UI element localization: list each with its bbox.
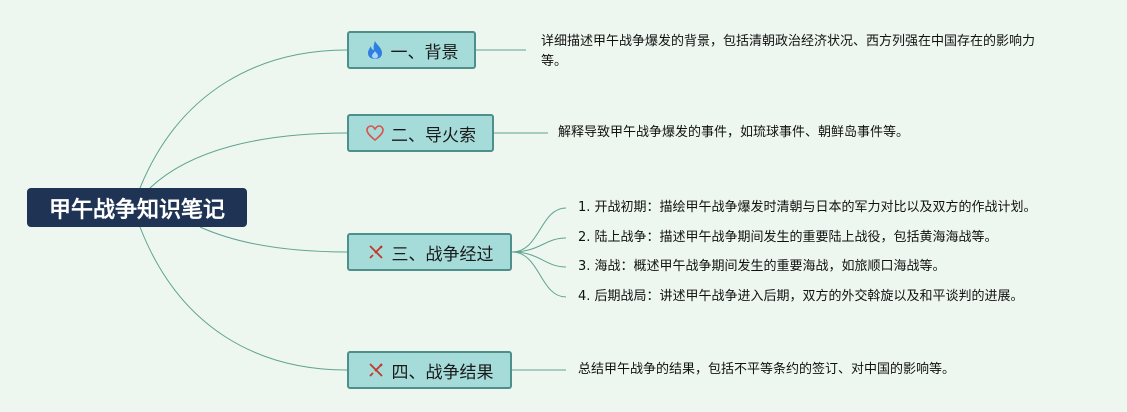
branch-background-description: 详细描述甲午战争爆发的背景，包括清朝政治经济状况、西方列强在中国存在的影响力等。 [541,34,1036,69]
war-process-subitem-4: 4. 后期战局：讲述甲午战争进入后期，双方的外交斡旋以及和平谈判的进展。 [578,289,1024,304]
branch-war-result[interactable]: 四、战争结果 [347,351,512,389]
crossed-swords-icon [366,360,386,380]
connector-root-branch-2 [149,132,348,189]
branch-war-result-label: 四、战争结果 [391,362,494,383]
connector-sub-1 [511,207,567,253]
connector-root-branch-4 [139,226,348,371]
connector-sub-3 [511,251,567,268]
branch-war-process-label: 三、战争经过 [391,244,494,265]
branch-trigger-description: 解释导致甲午战争爆发的事件，如琉球事件、朝鲜岛事件等。 [558,125,910,140]
connector-sub-4 [511,251,567,298]
branch-trigger[interactable]: 二、导火索 [347,114,494,152]
war-process-subitem-1: 1. 开战初期：描绘甲午战争爆发时清朝与日本的军力对比以及双方的作战计划。 [578,200,1037,215]
war-process-subitem-3: 3. 海战：概述甲午战争期间发生的重要海战，如旅顺口海战等。 [578,259,946,274]
war-process-subitem-2: 2. 陆上战争：描述甲午战争期间发生的重要陆上战役，包括黄海海战等。 [578,230,998,245]
crossed-swords-icon [366,242,386,262]
heart-icon [365,123,385,143]
fire-icon [365,40,385,60]
branch-background-label: 一、背景 [390,42,459,63]
branch-war-process[interactable]: 三、战争经过 [347,233,512,271]
connector-sub-2 [511,237,567,253]
connector-root-branch-1 [139,49,348,189]
root-topic-label: 甲午战争知识笔记 [48,197,225,223]
branch-trigger-label: 二、导火索 [391,125,476,146]
branch-background[interactable]: 一、背景 [347,31,476,69]
root-topic[interactable]: 甲午战争知识笔记 [27,188,247,227]
connector-root-branch-3 [199,226,348,253]
branch-war-result-description: 总结甲午战争的结果，包括不平等条约的签订、对中国的影响等。 [578,362,956,377]
